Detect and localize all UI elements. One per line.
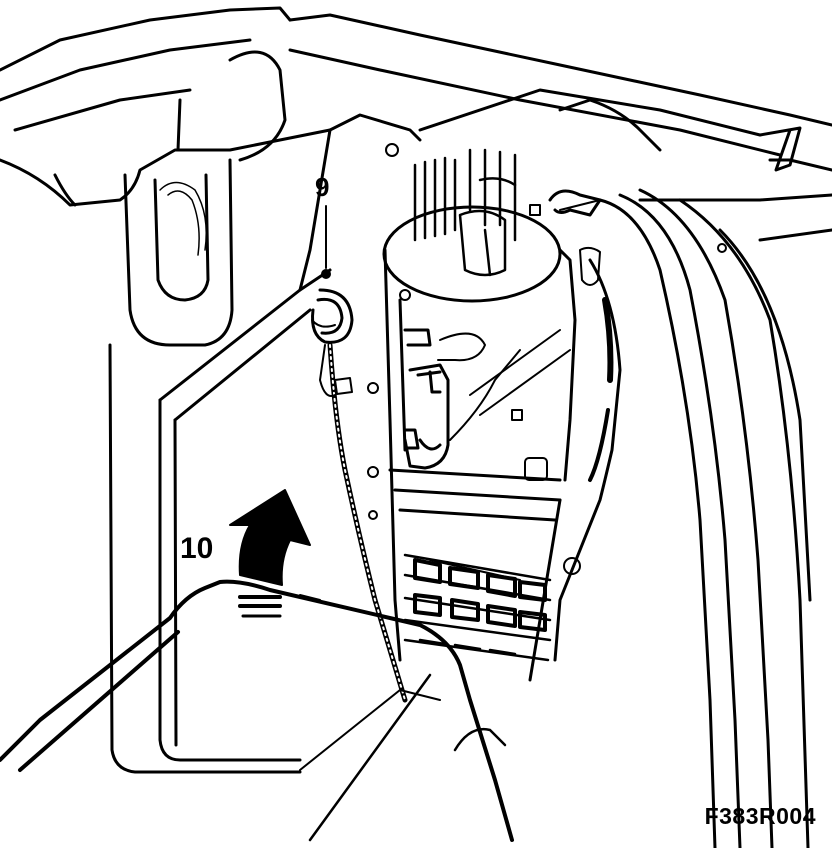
cable-bundle bbox=[413, 148, 541, 277]
callout-10-label: 10 bbox=[180, 532, 213, 565]
inner-trim-panel bbox=[158, 113, 422, 762]
callout-9-leader bbox=[321, 205, 331, 279]
lamp-housing bbox=[367, 248, 581, 682]
left-hinge-bracket bbox=[108, 158, 302, 774]
grommet-clip bbox=[311, 288, 354, 344]
removal-arrow bbox=[229, 489, 311, 618]
upper-trim-panel bbox=[0, 6, 332, 207]
weather-seal bbox=[548, 188, 812, 848]
detail-ellipse bbox=[382, 205, 562, 303]
bulb-holder bbox=[403, 332, 521, 470]
rear-frame bbox=[288, 13, 832, 242]
lamp-grille bbox=[403, 553, 552, 662]
figure-code: F383R004 bbox=[704, 803, 816, 829]
removed-trim-panel bbox=[0, 579, 514, 842]
callout-9-label: 9 bbox=[315, 172, 329, 202]
hinge-pillar bbox=[553, 246, 622, 662]
wiring-harness bbox=[319, 342, 408, 703]
